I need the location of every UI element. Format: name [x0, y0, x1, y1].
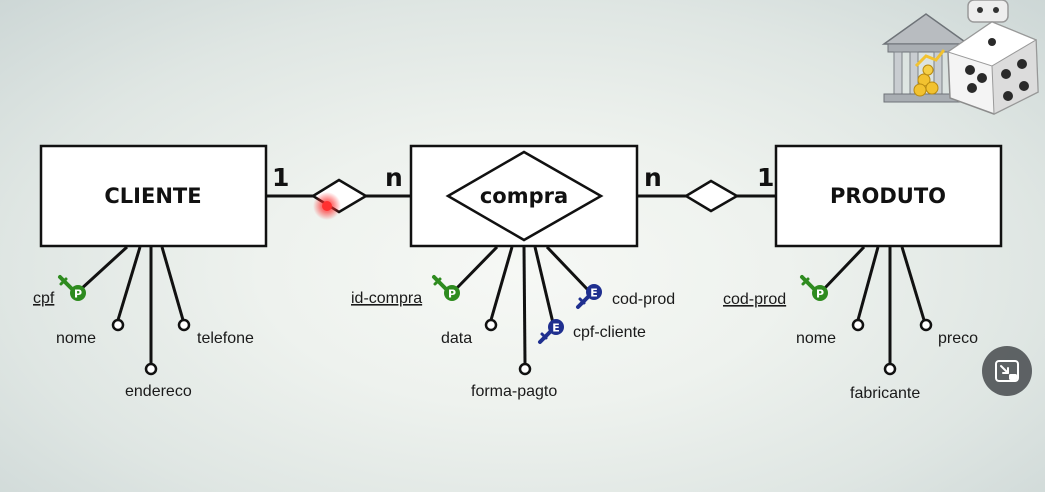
attribute-label: nome	[56, 330, 96, 347]
picture-in-picture-button[interactable]	[982, 346, 1032, 396]
attribute-label: cod-prod	[612, 291, 675, 308]
svg-text:P: P	[448, 288, 456, 301]
primary-key-icon: P	[800, 275, 828, 301]
attribute-label: data	[441, 330, 472, 347]
attributes-produto: P cod-prod nome preco fabricante	[723, 245, 978, 402]
entity-title: PRODUTO	[830, 184, 946, 208]
attributes-cliente: P cpf nome telefone endereco	[33, 245, 254, 400]
foreign-key-icon: E	[576, 284, 602, 309]
relationship-compra-produto: n 1	[637, 163, 776, 213]
attributes-compra: P E E id-compra data forma-pagto cpf-cli…	[351, 245, 675, 400]
attribute-label: fabricante	[850, 385, 920, 402]
entity-produto: PRODUTO	[774, 144, 1003, 248]
svg-text:E: E	[590, 287, 598, 300]
attribute-label: preco	[938, 330, 978, 347]
attribute-key: id-compra	[351, 290, 422, 307]
cardinality-label: 1	[757, 163, 774, 192]
attribute-label: nome	[796, 330, 836, 347]
relationship-diamond	[683, 179, 740, 213]
attribute-key: cod-prod	[723, 291, 786, 308]
attribute-label: forma-pagto	[471, 383, 557, 400]
cardinality-label: n	[644, 163, 662, 192]
entity-title: CLIENTE	[104, 184, 201, 208]
attribute-label: endereco	[125, 383, 192, 400]
attribute-key: cpf	[33, 290, 55, 307]
foreign-key-icon: E	[538, 319, 564, 344]
svg-text:E: E	[552, 322, 560, 335]
attribute-label: cpf-cliente	[573, 324, 646, 341]
picture-in-picture-icon	[995, 360, 1019, 382]
svg-text:P: P	[74, 288, 82, 301]
bank-and-dice-icon	[880, 0, 1045, 115]
relationship-cliente-compra: 1 n	[267, 163, 411, 214]
svg-text:P: P	[816, 288, 824, 301]
entity-title: compra	[480, 184, 568, 208]
primary-key-icon: P	[432, 275, 460, 301]
entity-cliente: CLIENTE	[39, 144, 268, 248]
entity-compra: compra	[409, 144, 639, 248]
cardinality-label: n	[385, 163, 403, 192]
cardinality-label: 1	[272, 163, 289, 192]
laser-pointer	[313, 192, 341, 220]
primary-key-icon: P	[58, 275, 86, 301]
attribute-label: telefone	[197, 330, 254, 347]
